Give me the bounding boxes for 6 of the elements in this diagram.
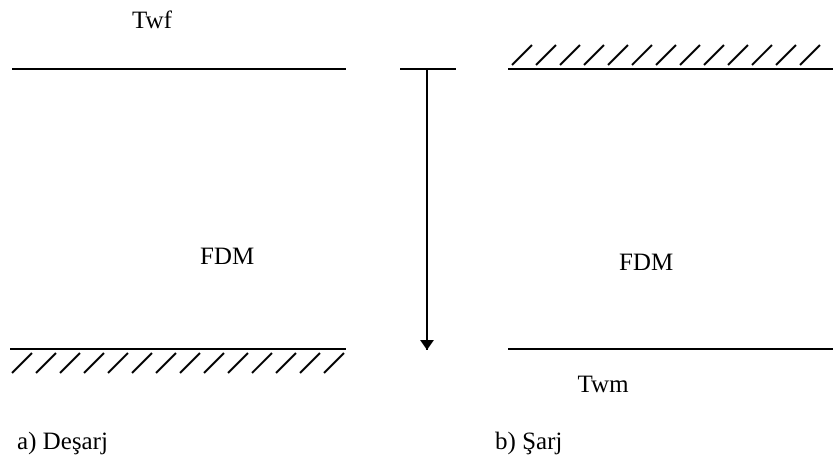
panel-caption: a) Deşarj [17, 428, 108, 454]
panel-caption: b) Şarj [495, 428, 562, 454]
region-label: FDM [619, 250, 674, 274]
temperature-label: Twm [578, 372, 629, 396]
region-label: FDM [200, 244, 254, 268]
temperature-label: Twf [132, 8, 172, 32]
